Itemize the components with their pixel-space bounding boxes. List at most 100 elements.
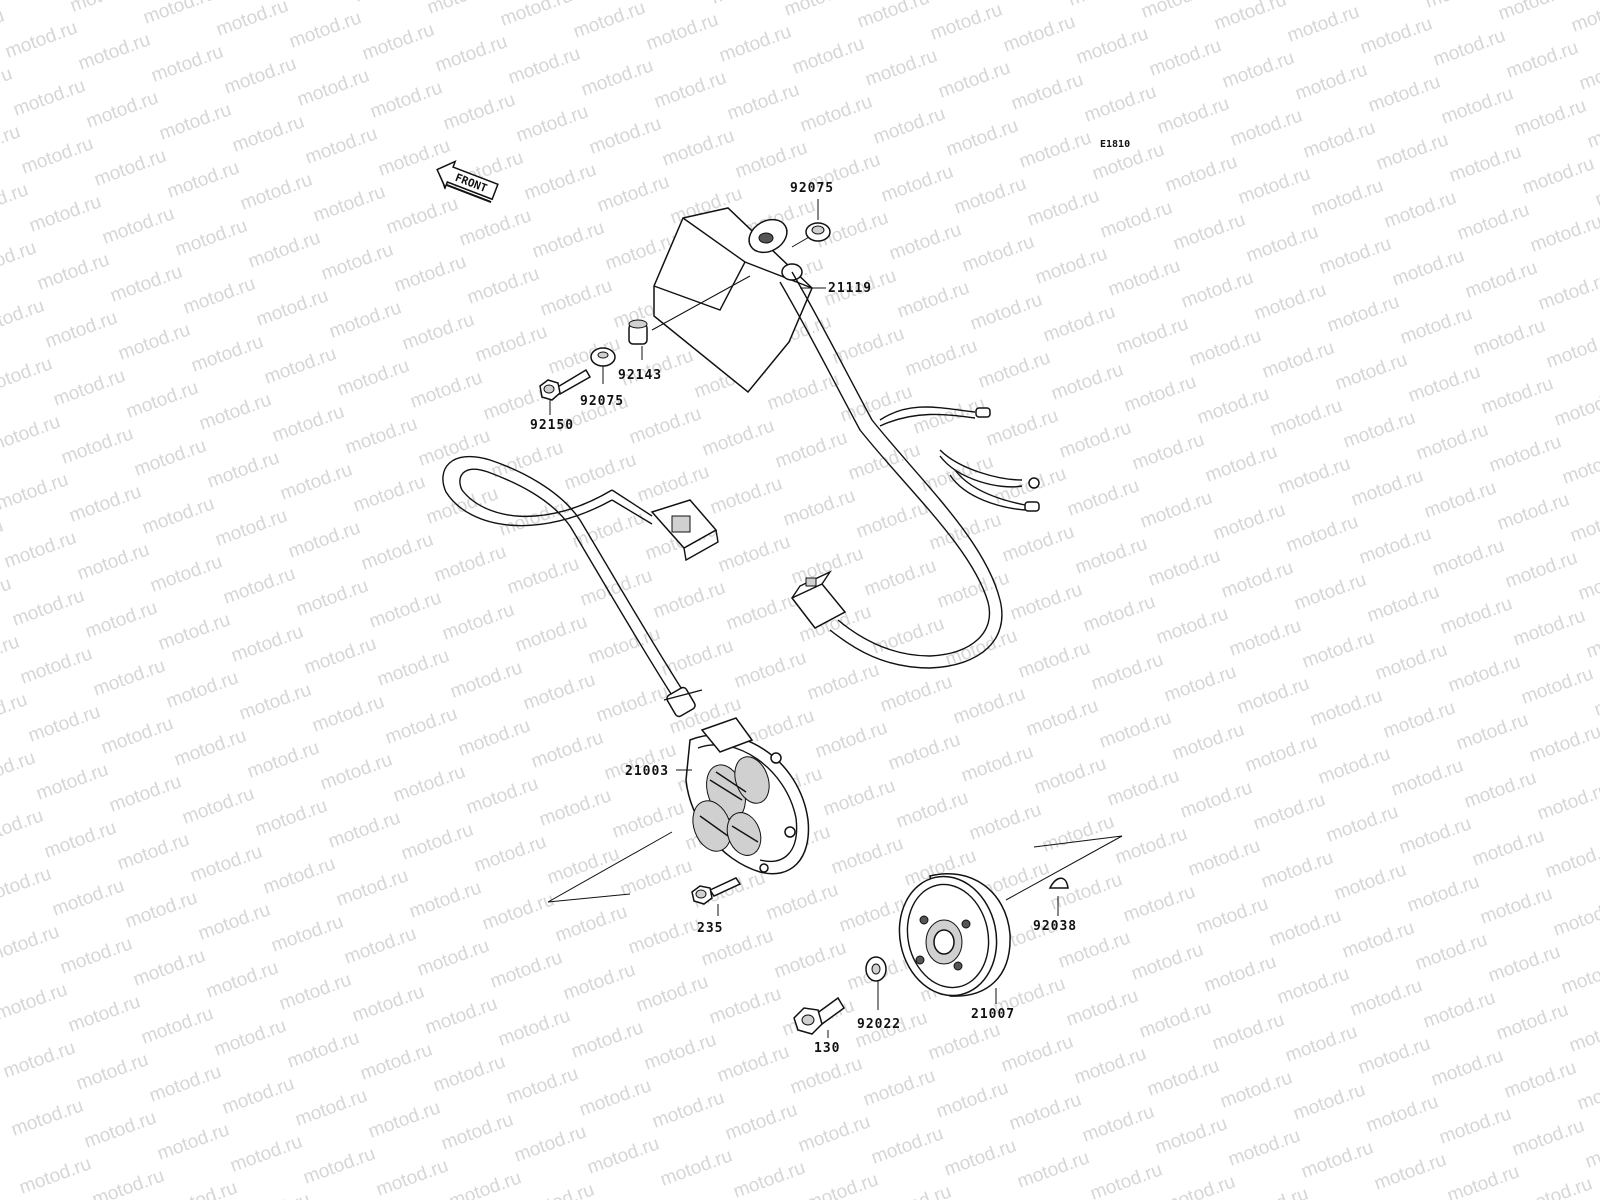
watermark-text: motod.ru	[1236, 163, 1314, 208]
watermark-text: motod.ru	[934, 1077, 1012, 1122]
watermark-text: motod.ru	[520, 1179, 598, 1200]
watermark-text: motod.ru	[1267, 905, 1345, 950]
watermark-text: motod.ru	[796, 1111, 874, 1156]
watermark-text: motod.ru	[472, 831, 550, 876]
watermark-text: motod.ru	[863, 45, 941, 90]
watermark-text: motod.ru	[798, 91, 876, 136]
watermark-text: motod.ru	[1341, 407, 1419, 452]
watermark-text: motod.ru	[488, 947, 566, 992]
watermark-text: motod.ru	[1161, 1171, 1239, 1200]
watermark-text: motod.ru	[1350, 0, 1428, 1]
watermark-text: motod.ru	[512, 1121, 590, 1166]
watermark-text: motod.ru	[652, 67, 730, 112]
watermark-text: motod.ru	[1381, 697, 1459, 742]
watermark-text: motod.ru	[1358, 13, 1436, 58]
watermark-text: motod.ru	[132, 435, 210, 480]
watermark-text: motod.ru	[221, 563, 299, 608]
watermark-text: motod.ru	[311, 181, 389, 226]
watermark-text: motod.ru	[1275, 963, 1353, 1008]
cdi-unit	[653, 207, 813, 394]
watermark-text: motod.ru	[514, 101, 592, 146]
watermark-text: motod.ru	[942, 1135, 1020, 1180]
watermark-text: motod.ru	[1259, 847, 1337, 892]
watermark-text: motod.ru	[1301, 117, 1379, 162]
watermark-text: motod.ru	[1228, 105, 1306, 150]
watermark-text: motod.ru	[0, 921, 62, 966]
watermark-text: motod.ru	[1511, 605, 1589, 650]
watermark-text: motod.ru	[1008, 579, 1086, 624]
watermark-text: motod.ru	[1153, 1113, 1231, 1158]
watermark-text: motod.ru	[1447, 141, 1525, 186]
stator-coils	[692, 756, 770, 856]
watermark-text: motod.ru	[327, 297, 405, 342]
watermark-text: motod.ru	[595, 171, 673, 216]
watermark-text: motod.ru	[180, 783, 258, 828]
watermark-text: motod.ru	[1325, 291, 1403, 336]
watermark-text: motod.ru	[659, 635, 737, 680]
watermark-text: motod.ru	[1299, 1137, 1377, 1182]
watermark-text: motod.ru	[1429, 1045, 1507, 1090]
watermark-text: motod.ru	[149, 41, 227, 86]
watermark-text: motod.ru	[926, 1019, 1004, 1064]
watermark-text: motod.ru	[0, 237, 39, 282]
reference-code: E1810	[1100, 139, 1130, 150]
watermark-text: motod.ru	[968, 289, 1046, 334]
watermark-text: motod.ru	[165, 157, 243, 202]
watermark-text: motod.ru	[1234, 1183, 1312, 1200]
watermark-text: motod.ru	[1122, 371, 1200, 416]
watermark-text: motod.ru	[878, 671, 956, 716]
watermark-text: motod.ru	[723, 1099, 801, 1144]
part-label-92143: 92143	[618, 368, 662, 383]
watermark-text: motod.ru	[0, 353, 55, 398]
stator	[685, 717, 810, 875]
watermark-text: motod.ru	[1146, 545, 1224, 590]
watermark-text: motod.ru	[1463, 257, 1541, 302]
watermark-text: motod.ru	[1519, 663, 1597, 708]
watermark-text: motod.ru	[456, 715, 534, 760]
watermark-text: motod.ru	[1251, 789, 1329, 834]
watermark-text: motod.ru	[58, 933, 136, 978]
watermark-text: motod.ru	[1504, 37, 1582, 82]
watermark-text: motod.ru	[367, 587, 445, 632]
watermark-text: motod.ru	[335, 355, 413, 400]
watermark-text: motod.ru	[1017, 127, 1095, 172]
watermark-text: motod.ru	[0, 747, 38, 792]
watermark-text: motod.ru	[1057, 417, 1135, 462]
watermark-text: motod.ru	[1284, 511, 1362, 556]
watermark-text: motod.ru	[173, 215, 251, 260]
watermark-text: motod.ru	[1187, 325, 1265, 370]
watermark-text: motod.ru	[732, 647, 810, 692]
watermark-text: motod.ru	[11, 75, 89, 120]
watermark-text: motod.ru	[967, 799, 1045, 844]
watermark-text: motod.ru	[1414, 419, 1492, 464]
watermark-text: motod.ru	[1430, 535, 1508, 580]
watermark-text: motod.ru	[115, 829, 193, 874]
watermark-text: motod.ru	[879, 161, 957, 206]
watermark-text: motod.ru	[553, 901, 631, 946]
watermark-text: motod.ru	[189, 331, 267, 376]
watermark-text: motod.ru	[285, 1027, 363, 1072]
watermark-text: motod.ru	[157, 99, 235, 144]
watermark-text: motod.ru	[610, 797, 688, 842]
watermark-text: motod.ru	[1260, 337, 1338, 382]
watermark-text: motod.ru	[813, 717, 891, 762]
watermark-text: motod.ru	[1431, 25, 1509, 70]
watermark-text: motod.ru	[538, 275, 616, 320]
watermark-text: motod.ru	[1268, 395, 1346, 440]
watermark-text: motod.ru	[1340, 917, 1418, 962]
watermark-text: motod.ru	[789, 543, 867, 588]
watermark-text: motod.ru	[220, 1073, 298, 1118]
watermark-text: motod.ru	[1527, 721, 1600, 766]
watermark-text: motod.ru	[1001, 11, 1079, 56]
watermark-text: motod.ru	[577, 1075, 655, 1120]
watermark-text: motod.ru	[733, 137, 811, 182]
watermark-text: motod.ru	[1333, 349, 1411, 394]
watermark-text: motod.ru	[1040, 811, 1118, 856]
watermark-text: motod.ru	[1283, 1021, 1361, 1066]
watermark-text: motod.ru	[197, 389, 275, 434]
watermark-text: motod.ru	[1544, 327, 1600, 372]
watermark-text: motod.ru	[318, 749, 396, 794]
watermark-text: motod.ru	[903, 335, 981, 380]
watermark-text: motod.ru	[0, 469, 71, 514]
watermark-text: motod.ru	[212, 1015, 290, 1060]
